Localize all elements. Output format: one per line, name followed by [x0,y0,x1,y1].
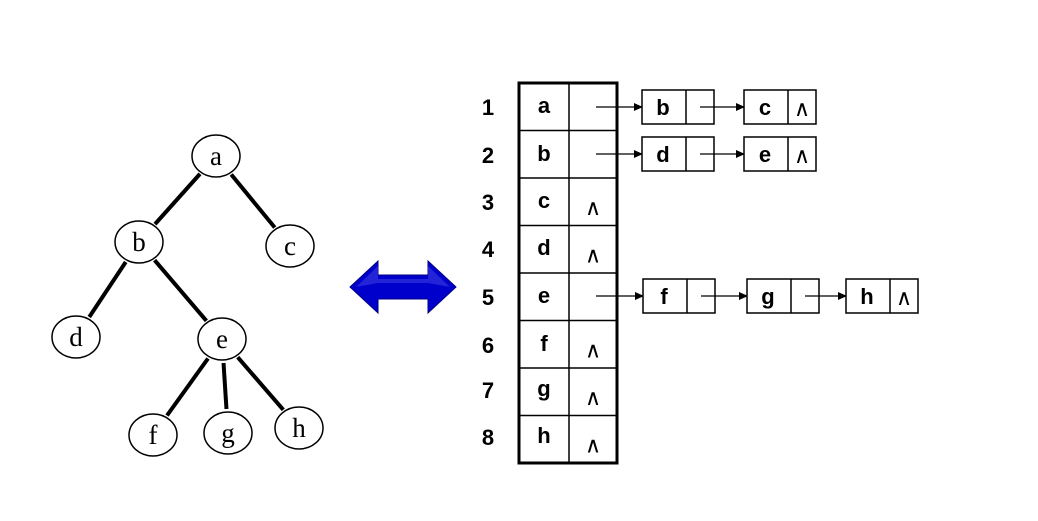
tree-edge-e-f [165,357,210,417]
head-node-g: g [537,376,550,401]
null-pointer: ∧ [585,385,601,410]
head-node-f: f [540,331,548,356]
row-index-4: 4 [482,237,495,262]
null-pointer: ∧ [794,143,810,168]
list-node-label: d [656,142,669,167]
tree-node-label: f [149,420,158,450]
row-index-3: 3 [482,190,494,215]
list-node-h: h∧ [845,278,919,314]
tree-node-label: a [210,141,222,171]
list-node-label: b [656,95,669,120]
list-node-box [743,136,817,172]
head-table: abc ∧ d ∧ ef ∧ g ∧ h ∧ [517,81,619,465]
null-pointer: ∧ [896,285,912,310]
null-pointer: ∧ [585,432,601,457]
tree-edge-b-e [153,258,208,323]
null-pointer: ∧ [794,96,810,121]
head-node-h: h [537,423,550,448]
head-node-c: c [538,188,550,213]
tree-node-h: h [274,406,324,450]
tree-edge-e-h [236,355,285,412]
list-node-e: e∧ [743,136,817,172]
tree-node-a: a [191,134,241,178]
tree-node-label: h [292,413,306,443]
double-arrow-icon [349,259,457,315]
tree-node-g: g [203,411,253,455]
tree-node-b: b [114,220,164,264]
row-index-1: 1 [482,95,494,120]
head-node-b: b [537,141,550,166]
null-pointer: ∧ [585,337,601,362]
row-index-8: 8 [482,425,494,450]
tree-edge-a-b [153,172,202,226]
list-node-label: c [759,95,771,120]
tree-node-circle [197,317,247,361]
tree-node-circle [114,220,164,264]
tree-nodes: a b c d e f g h [51,134,324,457]
tree-node-label: b [132,227,146,257]
tree-node-label: d [69,322,83,352]
list-node-label: g [761,284,774,309]
tree-node-circle [128,413,178,457]
head-node-d: d [537,235,550,260]
tree-edge-e-g [221,362,229,410]
tree-node-label: e [216,324,228,354]
row-index-5: 5 [482,285,494,310]
tree-node-label: c [284,231,296,261]
tree-node-circle [191,134,241,178]
tree-node-c: c [265,224,315,268]
tree-node-circle [203,411,253,455]
tree-node-label: g [221,418,235,448]
tree-node-circle [265,224,315,268]
tree-node-f: f [128,413,178,457]
tree-diagram: a b c d e f g h [51,134,324,457]
row-index-7: 7 [482,378,494,403]
tree-node-circle [274,406,324,450]
null-pointer: ∧ [585,195,601,220]
row-index-2: 2 [482,143,494,168]
null-pointer: ∧ [585,242,601,267]
list-node-label: f [660,284,668,309]
row-index-6: 6 [482,333,494,358]
tree-edge-b-d [87,260,128,319]
tree-node-d: d [51,315,101,359]
tree-edge-a-c [229,173,277,229]
list-node-label: h [860,284,873,309]
list-node-label: e [759,142,771,167]
list-node-box [743,89,817,125]
tree-node-e: e [197,317,247,361]
list-node-box [845,278,919,314]
row-index-column: 1 2 3 4 5 6 7 8 [482,95,495,450]
head-node-e: e [538,283,550,308]
head-node-a: a [538,93,551,118]
list-node-c: c∧ [743,89,817,125]
tree-edges [87,172,285,417]
tree-node-circle [51,315,101,359]
